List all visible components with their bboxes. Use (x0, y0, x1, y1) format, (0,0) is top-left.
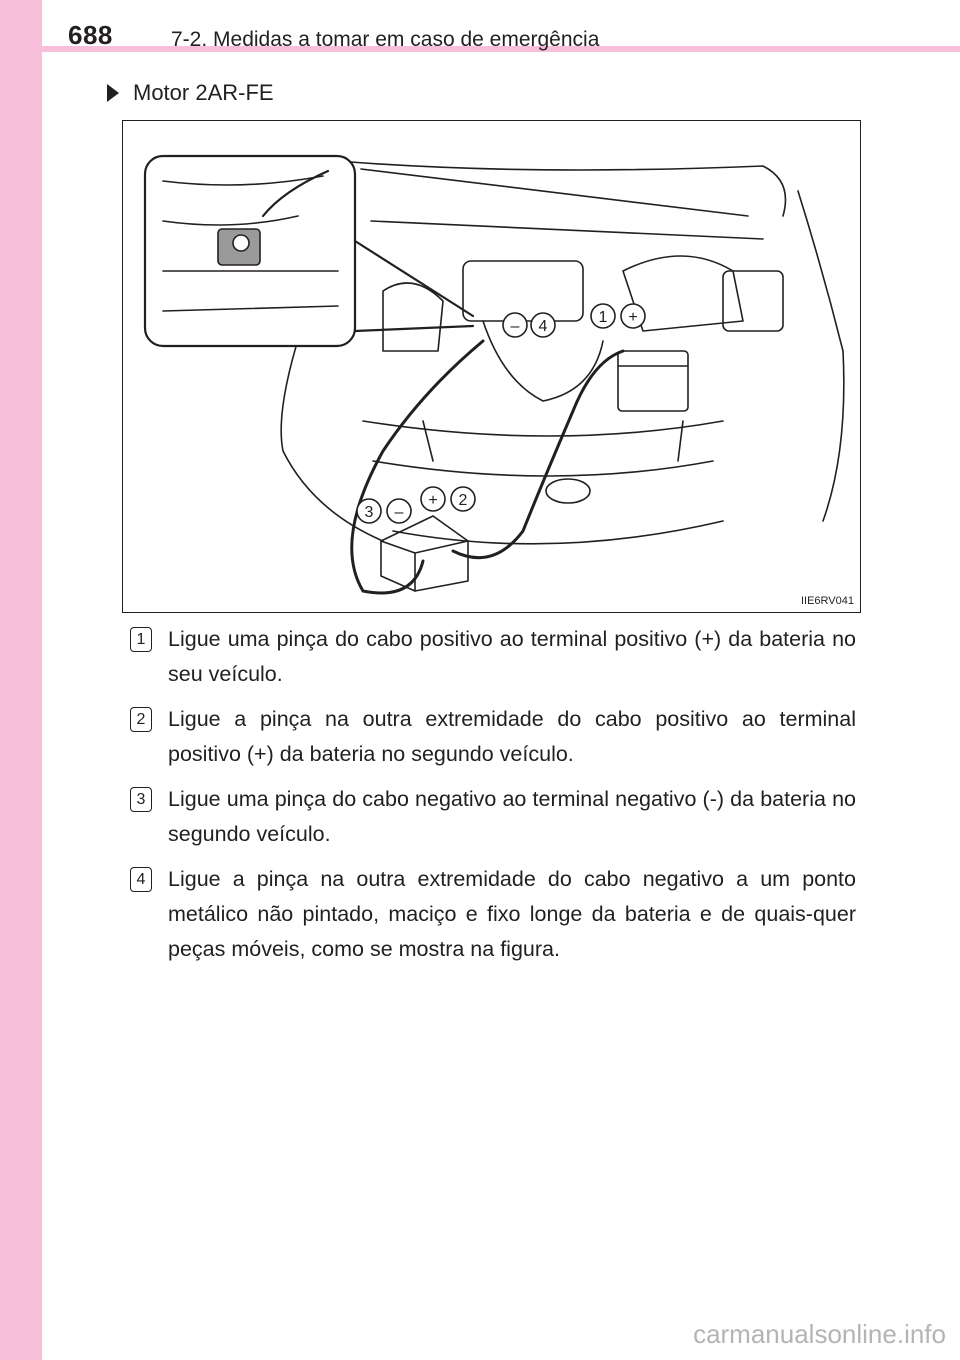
section-heading: Motor 2AR-FE (107, 80, 274, 106)
hood-prop (370, 220, 764, 240)
watermark: carmanualsonline.info (693, 1319, 946, 1349)
grille-top (362, 420, 724, 437)
figure-code: IIE6RV041 (800, 595, 854, 607)
header-rule (42, 46, 960, 52)
callout-4: 4 (539, 318, 548, 335)
hood-outline (337, 160, 787, 217)
section-title: Motor 2AR-FE (133, 80, 274, 105)
minus-sign-4: – (511, 318, 520, 335)
chapter-title: 7-2. Medidas a tomar em caso de emergênc… (171, 28, 600, 51)
inset-lines (162, 175, 339, 312)
fuse-box (722, 270, 784, 332)
minus-sign-3: – (395, 504, 404, 521)
step-3: 3 Ligue uma pinça do cabo negativo ao te… (130, 782, 856, 852)
step-text-4: Ligue a pinça na outra extremidade do ca… (168, 867, 856, 961)
steps-list: 1 Ligue uma pinça do cabo positivo ao te… (130, 622, 856, 977)
plus-sign-1: + (628, 309, 637, 326)
engine-jump-start-figure: 1 2 3 4 + + – – IIE6RV041 (122, 120, 861, 613)
step-number-2: 2 (130, 707, 152, 732)
step-number-3: 3 (130, 787, 152, 812)
ground-bolt (232, 234, 250, 252)
plus-sign-2: + (428, 492, 437, 509)
positive-cable (451, 349, 625, 560)
reservoir (382, 282, 444, 352)
triangle-bullet-icon (107, 84, 119, 102)
plus-2-circle (420, 486, 446, 512)
callout-4-circle (530, 312, 556, 338)
booster-battery-edges (380, 540, 469, 592)
step-number-1: 1 (130, 627, 152, 652)
callout-1: 1 (599, 309, 608, 326)
inset-leader-lines (353, 239, 475, 333)
grille-mid (372, 460, 714, 477)
air-filter (622, 255, 744, 332)
callout-1-circle (590, 303, 616, 329)
callout-3: 3 (365, 504, 374, 521)
step-number-4: 4 (130, 867, 152, 892)
callout-2: 2 (459, 492, 468, 509)
minus-3-circle (386, 498, 412, 524)
callout-3-circle (356, 498, 382, 524)
negative-cable (350, 339, 485, 595)
engine-illustration: 1 2 3 4 + + – – (143, 154, 845, 595)
step-text-3: Ligue uma pinça do cabo negativo ao term… (168, 787, 856, 846)
page-number: 688 (68, 20, 113, 50)
emblem (545, 478, 591, 504)
side-color-strip (0, 0, 42, 1360)
intake (482, 320, 604, 402)
inset-arrow (261, 169, 330, 218)
vehicle-battery (617, 350, 689, 412)
engine-cover (462, 260, 584, 322)
step-2: 2 Ligue a pinça na outra extremidade do … (130, 702, 856, 772)
step-text-1: Ligue uma pinça do cabo positivo ao term… (168, 627, 856, 686)
callout-2-circle (450, 486, 476, 512)
minus-4-circle (502, 312, 528, 338)
booster-battery (380, 515, 469, 592)
plus-1-circle (620, 303, 646, 329)
step-text-2: Ligue a pinça na outra extremidade do ca… (168, 707, 856, 766)
hood-line (360, 168, 749, 217)
bumper (392, 520, 724, 545)
step-1: 1 Ligue uma pinça do cabo positivo ao te… (130, 622, 856, 692)
right-fender (797, 190, 845, 522)
step-4: 4 Ligue a pinça na outra extremidade do … (130, 862, 856, 967)
grille-sides (422, 420, 684, 462)
